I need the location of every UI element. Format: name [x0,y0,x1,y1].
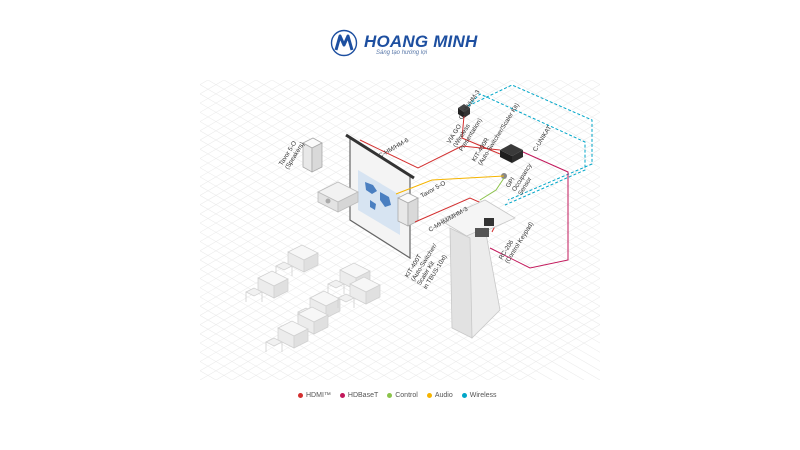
hdmi-cable-1 [359,139,501,169]
legend-item-control: Control [387,392,418,399]
diagram-canvas: Tavor 5-O(Speakers) C-HM/HM-6 C-HM/HM-3 … [200,80,600,380]
wireless-cable-2 [467,84,593,201]
hdmi-cable-2 [461,115,501,155]
legend-label: HDMI™ [306,391,331,399]
kit-400r-device [500,144,523,163]
legend-dot [298,392,303,398]
hoang-minh-logo-icon [330,29,358,57]
audio-cable [395,175,505,195]
label-tavor-speakers: Tavor 5-O(Speakers) [278,137,306,171]
wireless-cable-1 [467,93,586,206]
legend-dot [387,392,393,398]
av-system-diagram: Tavor 5-O(Speakers) C-HM/HM-6 C-HM/HM-3 … [200,80,600,380]
brand-logo: HOANG MINH Sáng tạo hướng lợi [330,29,478,61]
label-kit-400t: KIT-400T(Auto-Switcher/Scaler Kitin TBUS… [404,239,451,291]
projection-screen [345,133,415,260]
speaker-left [302,137,323,173]
legend-item-hdbaset: HDBaseT [339,391,379,399]
legend-item-audio: Audio [426,391,453,399]
brand-name: HOANG MINH [364,32,478,51]
brand-tagline: Sáng tạo hướng lợi [376,50,428,56]
control-cable [479,177,505,201]
legend-label: HDBaseT [347,391,379,399]
diagram-labels: Tavor 5-O(Speakers) C-HM/HM-6 C-HM/HM-3 … [278,88,554,290]
legend-label: Wireless [469,391,497,399]
desk-set [245,270,289,302]
desk-set [275,244,319,276]
desk-set [337,276,381,308]
legend-dot [339,392,345,398]
legend-dot [426,392,432,398]
legend-item-hdmi: HDMI™ [298,392,331,399]
lectern [439,199,516,339]
student-desks [245,244,381,352]
legend-label: Control [395,391,418,399]
projector [317,181,359,213]
legend-dot [461,392,467,398]
cable-legend: HDMI™ HDBaseT Control Audio Wireless [298,389,497,401]
via-go-device [458,104,470,118]
legend-label: Audio [434,391,453,399]
hdbaset-cable [489,151,569,269]
legend-item-wireless: Wireless [461,391,497,399]
speaker-right [397,192,419,227]
desk-set [265,320,309,352]
